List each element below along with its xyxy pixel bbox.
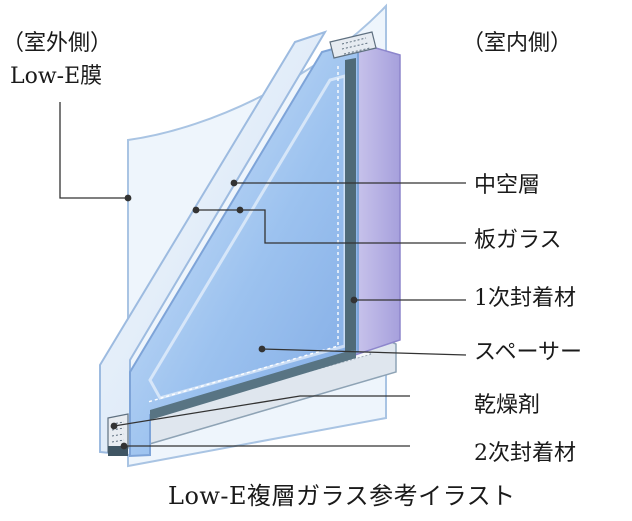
label-primary-sealant: 1次封着材 — [474, 286, 576, 311]
leader-desiccant — [113, 395, 410, 427]
label-indoor-side: （室内側） — [462, 31, 573, 56]
label-desiccant: 乾燥剤 — [474, 393, 541, 418]
leader-spacer — [261, 348, 467, 356]
dot-hollow — [230, 179, 238, 187]
dot-plate-b — [236, 206, 244, 214]
primary-sealant-strip — [345, 58, 356, 352]
leader-lowe — [59, 102, 128, 199]
leader-dots — [110, 179, 358, 450]
spacer-top-holes — [341, 37, 371, 55]
diagram-caption: Low-E複層ガラス参考イラスト — [168, 482, 516, 510]
label-spacer: スペーサー — [474, 340, 583, 365]
dot-seal1 — [350, 296, 358, 304]
dot-spacer — [258, 345, 266, 353]
label-outdoor-side: （室外側） — [2, 31, 113, 56]
label-lowe-film: Low-E膜 — [10, 64, 103, 89]
dot-plate-a — [192, 206, 200, 214]
dot-lowe — [124, 194, 132, 202]
leader-plate — [196, 209, 466, 244]
dot-desiccant — [110, 422, 118, 430]
label-secondary-sealant: 2次封着材 — [474, 441, 576, 466]
spacer-strip-bottom — [150, 350, 356, 420]
inner-pane-edge — [354, 41, 401, 357]
label-hollow-layer: 中空層 — [474, 173, 541, 198]
dot-seal2 — [120, 442, 128, 450]
middle-glass-pane — [99, 30, 328, 457]
leader-lines — [59, 102, 467, 447]
label-plate-glass: 板ガラス — [474, 228, 562, 253]
secondary-sealant-block — [108, 446, 128, 456]
spacer-top-box — [329, 31, 377, 59]
